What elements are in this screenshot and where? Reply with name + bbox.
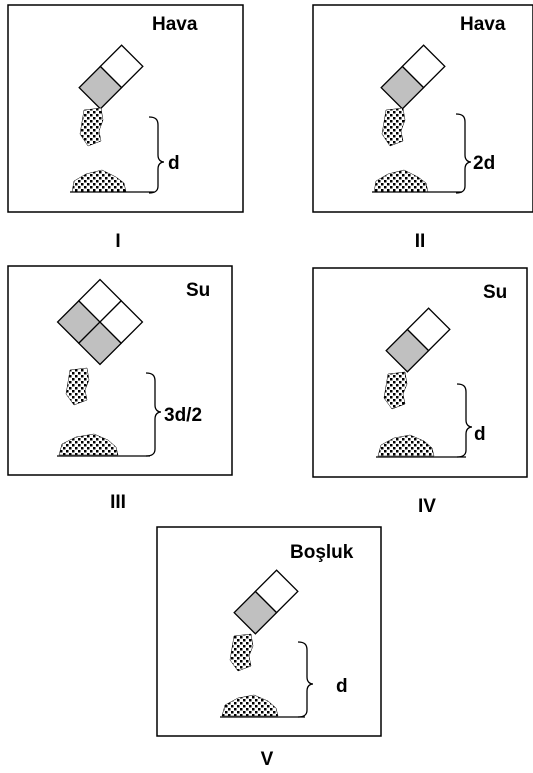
panel-number: V [261,749,274,770]
panel-II: Hava 2d [312,4,533,213]
panel-IV: Su d [312,267,528,478]
medium-label: Boşluk [290,542,354,563]
open-block [254,569,299,614]
distance-brace [148,116,165,194]
medium-label: Hava [460,14,506,35]
distance-label: d [336,676,348,697]
medium-label: Hava [152,14,198,35]
medium-label: Su [483,282,507,303]
ground-sample [377,434,435,457]
block-assembly [233,569,299,635]
distance-label: d [474,424,486,445]
ground-sample [373,169,429,193]
distance-label: 3d/2 [164,405,202,426]
hanging-sample [65,367,90,406]
block-assembly [56,278,144,366]
panel-number: III [110,492,126,513]
block-assembly [385,307,451,373]
ground-sample [71,169,127,193]
hanging-sample [381,107,406,147]
distance-label: d [168,153,180,174]
panel-number: I [115,231,120,252]
ground-sample [58,433,119,456]
ground-sample [221,694,279,717]
block-assembly [380,44,446,110]
distance-brace [297,641,314,718]
hanging-sample [79,107,104,147]
panel-III: Su 3d/2 [7,265,233,476]
open-block [406,307,451,352]
panel-frame [312,4,533,213]
hanging-sample [383,371,408,410]
panel-frame [7,4,244,213]
open-block [401,44,446,89]
panel-frame [156,526,382,737]
panel-number: II [415,231,426,252]
distance-label: 2d [473,153,495,174]
panel-V: Boşluk d [156,526,382,737]
open-block [99,44,144,89]
panel-I: Hava d [7,4,244,213]
distance-brace [456,383,473,458]
panel-number: IV [418,496,436,517]
block-assembly [78,44,144,110]
distance-brace [145,372,162,457]
open-block [99,299,144,345]
distance-brace [455,113,472,194]
hanging-sample [229,633,254,672]
medium-label: Su [186,280,210,301]
